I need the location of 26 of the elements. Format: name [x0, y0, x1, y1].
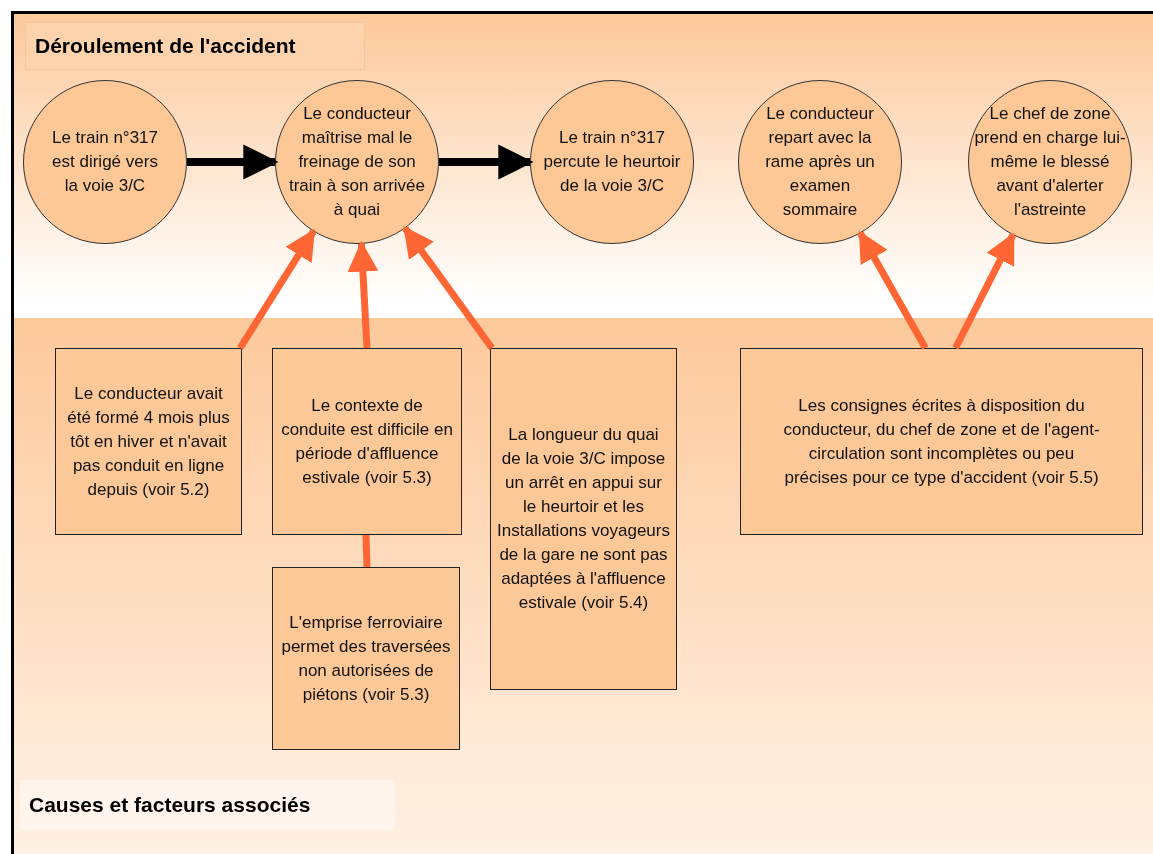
factor-text: Les consignes écrites à disposition du conducteur, du chef de zone et de l'agent-circulation sont incomplètes ou peu précises pour ce type d'accident (voir 5.5) — [782, 394, 1101, 489]
event-text: Le conducteur repart avec la rame après un examen sommaire — [764, 103, 876, 221]
arrow — [347, 240, 379, 349]
factor-box — [272, 567, 460, 750]
event-text: Le train n°317 est dirigé vers la voie 3/C — [50, 127, 159, 197]
factor-box — [490, 348, 677, 690]
factor-box — [55, 348, 242, 535]
event-text: Le train n°317 percute le heurtoir de la voie 3/C — [542, 127, 682, 197]
section-heading: Causes et facteurs associés — [20, 780, 395, 830]
arrow — [857, 230, 929, 350]
event-text: Le chef de zone prend en charge lui-même le blessé avant d'alerter l'astreinte — [973, 103, 1127, 221]
factor-box — [740, 348, 1143, 535]
connector-line — [362, 534, 371, 568]
arrow — [439, 144, 534, 180]
arrow — [402, 225, 495, 351]
factor-box — [272, 348, 462, 535]
factor-text: Le contexte de conduite est difficile en période d'affluence estivale (voir 5.3) — [280, 394, 454, 489]
section-band — [14, 318, 1153, 854]
arrow — [237, 228, 317, 350]
event-text: Le conducteur maîtrise mal le freinage de son train à son arrivée à quai — [287, 103, 427, 221]
factor-text: Le conducteur avait été formé 4 mois plus tôt en hiver et n'avait pas conduit en ligne depuis (voir 5.2) — [66, 382, 231, 501]
section-heading: Déroulement de l'accident — [25, 22, 365, 70]
arrow — [952, 232, 1016, 350]
factor-text: L'emprise ferroviaire permet des traversées non autorisées de piétons (voir 5.3) — [280, 611, 452, 706]
arrow — [187, 144, 279, 180]
factor-text: La longueur du quai de la voie 3/C impose un arrêt en appui sur le heurtoir et les Installations voyageurs de la gare ne sont pas adaptées à l'affluence estivale (voir 5.4) — [497, 424, 670, 614]
